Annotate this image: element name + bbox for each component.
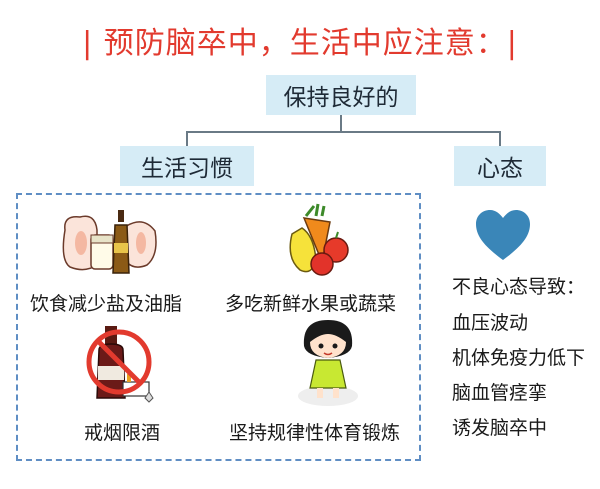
page-title: | 预防脑卒中，生活中应注意：|	[82, 26, 518, 61]
connector-horizontal	[186, 131, 500, 133]
mindset-heading: 不良心态导致：	[452, 276, 586, 298]
connector-mind-down	[499, 131, 501, 147]
vegetables-icon	[289, 203, 349, 276]
habit-label-vegetables: 多吃新鲜水果或蔬菜	[225, 293, 397, 315]
habits-node: 生活习惯	[120, 146, 254, 186]
food-icon	[62, 210, 157, 274]
mindset-node: 心态	[454, 146, 546, 186]
no-smoking-drinking-icon	[86, 326, 154, 403]
connector-root-down	[340, 115, 342, 132]
habit-label-diet: 饮食减少盐及油脂	[30, 293, 183, 315]
root-node: 保持良好的	[266, 75, 416, 115]
exercise-girl-icon	[298, 320, 358, 406]
mindset-effect-4: 诱发脑卒中	[452, 417, 548, 439]
habit-label-exercise: 坚持规律性体育锻炼	[229, 422, 401, 444]
mindset-effect-2: 机体免疫力低下	[452, 347, 586, 369]
habit-label-no-smoking: 戒烟限酒	[84, 422, 161, 444]
connector-habits-down	[186, 131, 188, 147]
mindset-effect-3: 脑血管痉挛	[452, 382, 548, 404]
heart-icon	[476, 210, 530, 260]
mindset-effect-1: 血压波动	[452, 312, 529, 334]
habits-panel	[16, 193, 421, 461]
